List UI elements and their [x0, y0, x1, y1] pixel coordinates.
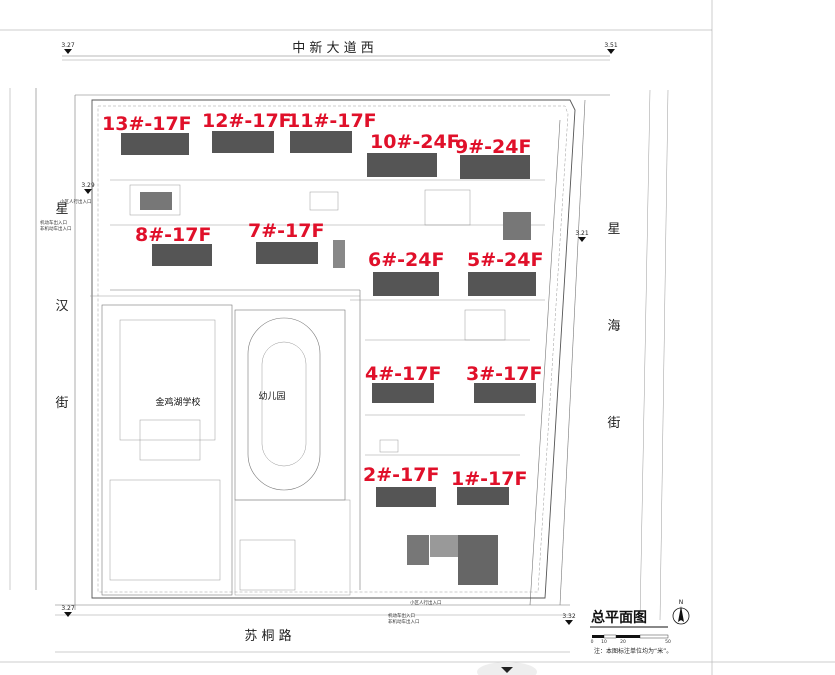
road-name-east: 星 海 街: [605, 221, 621, 468]
building-label-11: 11#-17F: [287, 110, 377, 132]
elevation-marker: 3.27: [61, 42, 75, 54]
building-footprint-1: [457, 487, 509, 505]
svg-text:10: 10: [601, 639, 607, 645]
building-label-5: 5#-24F: [467, 249, 543, 271]
entrance-annotations: 小区人行出入口 机动车出入口 非机动车出入口 小区人行出入口 机动车出入口 非机…: [40, 198, 442, 625]
road-name-south: 苏 桐 路: [244, 628, 291, 644]
drawing-title: 总平面图: [591, 609, 647, 626]
south-road: 苏 桐 路: [55, 604, 570, 653]
svg-text:20: 20: [620, 639, 626, 645]
elevation-marker: 3.21: [575, 230, 589, 242]
title-block: 总平面图 N 0 10 20 50 注：本图标注单位均为“米”。: [590, 599, 690, 655]
building-footprint-2: [376, 487, 436, 507]
elevation-marker: 3.51: [604, 42, 618, 54]
building-label-2: 2#-17F: [363, 464, 439, 486]
building-footprints: [121, 131, 536, 585]
building-footprint-13: [121, 133, 189, 155]
svg-text:3.51: 3.51: [604, 42, 618, 49]
entrance-label: 机动车出入口: [40, 219, 67, 226]
building-footprint-7: [256, 242, 318, 264]
entrance-label: 非机动车出入口: [388, 618, 420, 625]
auxiliary-building: [140, 192, 172, 210]
building-footprint-9: [460, 155, 530, 179]
auxiliary-building: [430, 535, 458, 557]
elevation-marker: 3.27: [61, 605, 75, 617]
north-arrow-icon: N: [672, 599, 690, 625]
chevron-down-icon: [501, 667, 513, 673]
scroll-down-button[interactable]: [477, 662, 537, 675]
building-label-6: 6#-24F: [368, 249, 444, 271]
svg-text:50: 50: [665, 639, 671, 645]
entrance-label: 机动车出入口: [388, 612, 415, 619]
building-label-7: 7#-17F: [248, 220, 324, 242]
building-footprint-4: [372, 383, 434, 403]
west-road: 星 汉 街: [9, 88, 76, 610]
scale-note: 注：本图标注单位均为“米”。: [594, 647, 672, 655]
road-name-west: 星 汉 街: [53, 201, 69, 448]
building-label-13: 13#-17F: [102, 113, 192, 135]
elevation-markers: 3.27 3.51 3.29 3.21 3.27 3.32: [61, 42, 618, 625]
school-area: 金鸡湖学校 幼儿园: [101, 304, 351, 596]
svg-text:3.27: 3.27: [61, 42, 75, 49]
auxiliary-building: [407, 535, 429, 565]
building-footprint-8: [152, 244, 212, 266]
elevation-marker: 3.32: [562, 613, 576, 625]
building-labels: 13#-17F 12#-17F 11#-17F 10#-24F 9#-24F 8…: [102, 110, 543, 490]
building-footprint-5: [468, 272, 536, 296]
site-boundary: [91, 99, 576, 599]
svg-text:3.32: 3.32: [562, 613, 576, 620]
svg-text:3.29: 3.29: [81, 182, 95, 189]
building-label-9: 9#-24F: [455, 136, 531, 158]
scale-bar: 0 10 20 50: [591, 634, 671, 645]
auxiliary-building: [503, 212, 531, 240]
building-footprint-10: [367, 153, 437, 177]
building-label-4: 4#-17F: [365, 363, 441, 385]
auxiliary-building: [458, 535, 498, 585]
school-label: 金鸡湖学校: [155, 396, 200, 408]
building-footprint-6: [373, 272, 439, 296]
elevation-marker: 3.29: [81, 182, 95, 194]
auxiliary-building: [333, 240, 345, 268]
building-label-8: 8#-17F: [135, 224, 211, 246]
building-label-10: 10#-24F: [370, 131, 460, 153]
svg-text:N: N: [679, 599, 684, 606]
road-name-north: 中 新 大 道 西: [292, 40, 374, 56]
entrance-label: 非机动车出入口: [40, 225, 72, 232]
building-footprint-3: [474, 383, 536, 403]
entrance-label: 小区人行出入口: [410, 599, 442, 606]
svg-text:3.21: 3.21: [575, 230, 589, 237]
courtyard-paths: [90, 179, 545, 590]
building-label-1: 1#-17F: [451, 468, 527, 490]
kindergarten-label: 幼儿园: [258, 390, 285, 402]
north-road: 中 新 大 道 西: [62, 40, 610, 96]
building-footprint-12: [212, 131, 274, 153]
building-label-3: 3#-17F: [466, 363, 542, 385]
entrance-label: 小区人行出入口: [60, 198, 92, 205]
east-road: 星 海 街: [529, 89, 669, 621]
building-footprint-11: [290, 131, 352, 153]
building-label-12: 12#-17F: [202, 110, 292, 132]
svg-text:3.27: 3.27: [61, 605, 75, 612]
svg-text:0: 0: [591, 639, 594, 645]
